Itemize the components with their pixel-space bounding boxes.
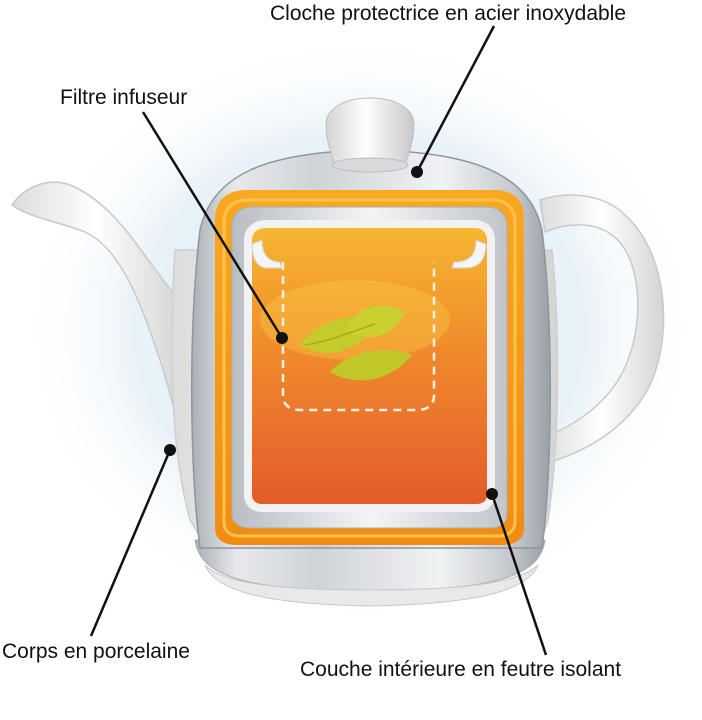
base-foot xyxy=(204,564,539,607)
infuser-hook-right xyxy=(451,239,487,269)
tea-leaf-vein xyxy=(304,323,376,346)
leader-dot-cloche xyxy=(411,166,423,178)
spout xyxy=(10,181,183,441)
infuser-dashed-outline xyxy=(281,262,436,412)
felt-layer-band xyxy=(222,198,517,538)
tea-leaf-3 xyxy=(330,350,412,381)
label-felt-layer: Couche intérieure en feutre isolant xyxy=(300,658,622,681)
knob xyxy=(325,97,415,166)
leader-dot-filtre xyxy=(276,332,288,344)
label-infuser-filter: Filtre infuseur xyxy=(60,86,188,109)
leader-line-filtre xyxy=(141,111,284,339)
knob-base xyxy=(331,157,409,173)
leader-line-couche xyxy=(490,493,548,656)
leader-dot-couche xyxy=(486,488,498,500)
leader-dot-corps xyxy=(164,444,176,456)
label-porcelain-body: Corps en porcelaine xyxy=(2,640,190,663)
leader-line-corps xyxy=(89,449,172,637)
infuser-hook-left xyxy=(251,239,283,269)
tea-chamber-rim xyxy=(244,220,495,512)
label-steel-cloche: Cloche protectrice en acier inoxydable xyxy=(270,2,627,25)
leader-line-cloche xyxy=(415,25,496,173)
